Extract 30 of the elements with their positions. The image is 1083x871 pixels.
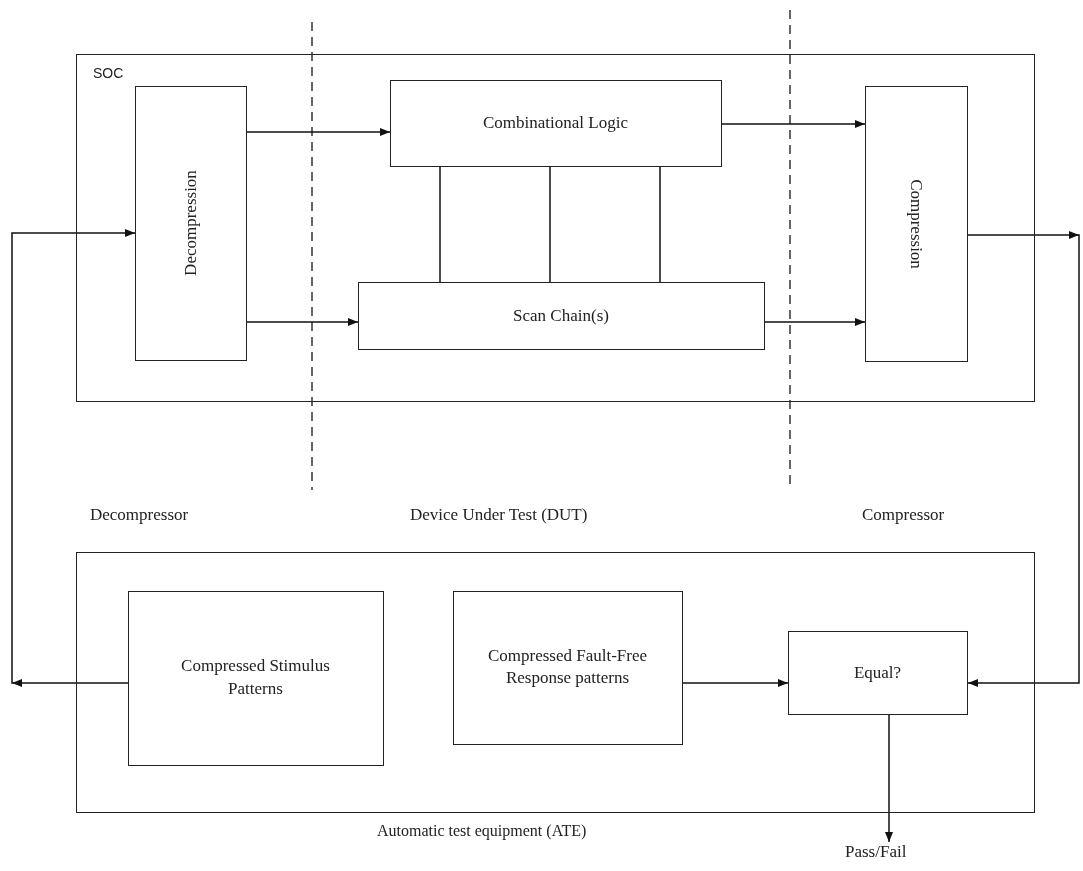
arrow — [721, 120, 866, 128]
node-label: Automatic test equipment (ATE) — [377, 822, 587, 840]
node-label: Decompression — [180, 170, 201, 276]
node-label: Combinational Logic — [483, 111, 628, 134]
block-box — [864, 85, 968, 362]
node-label: Compressed Stimulus Patterns — [180, 655, 331, 700]
arrow — [246, 318, 359, 326]
node-label: SOC — [93, 65, 124, 81]
block-box — [787, 630, 968, 715]
node-label: Compressed Fault-Free Response patterns — [486, 644, 649, 690]
output-label: Pass/Fail — [845, 842, 907, 862]
block-box — [452, 590, 683, 745]
block-box — [134, 85, 247, 361]
connector-line — [659, 166, 661, 283]
block-box — [127, 590, 384, 766]
container-box — [76, 54, 1035, 402]
section-label: Device Under Test (DUT) — [410, 505, 588, 525]
arrow — [682, 679, 789, 687]
connector-line — [549, 166, 551, 283]
arrow — [885, 714, 893, 843]
block-box — [389, 79, 722, 167]
node-label: Compression — [906, 178, 926, 269]
node-label: Scan Chain(s) — [513, 304, 609, 327]
block-box — [357, 281, 765, 350]
connector-line — [439, 166, 441, 283]
section-label: Compressor — [862, 505, 945, 525]
arrow — [246, 128, 391, 136]
node-label: Equal? — [853, 661, 902, 684]
arrow — [764, 318, 866, 326]
section-label: Decompressor — [90, 505, 189, 525]
